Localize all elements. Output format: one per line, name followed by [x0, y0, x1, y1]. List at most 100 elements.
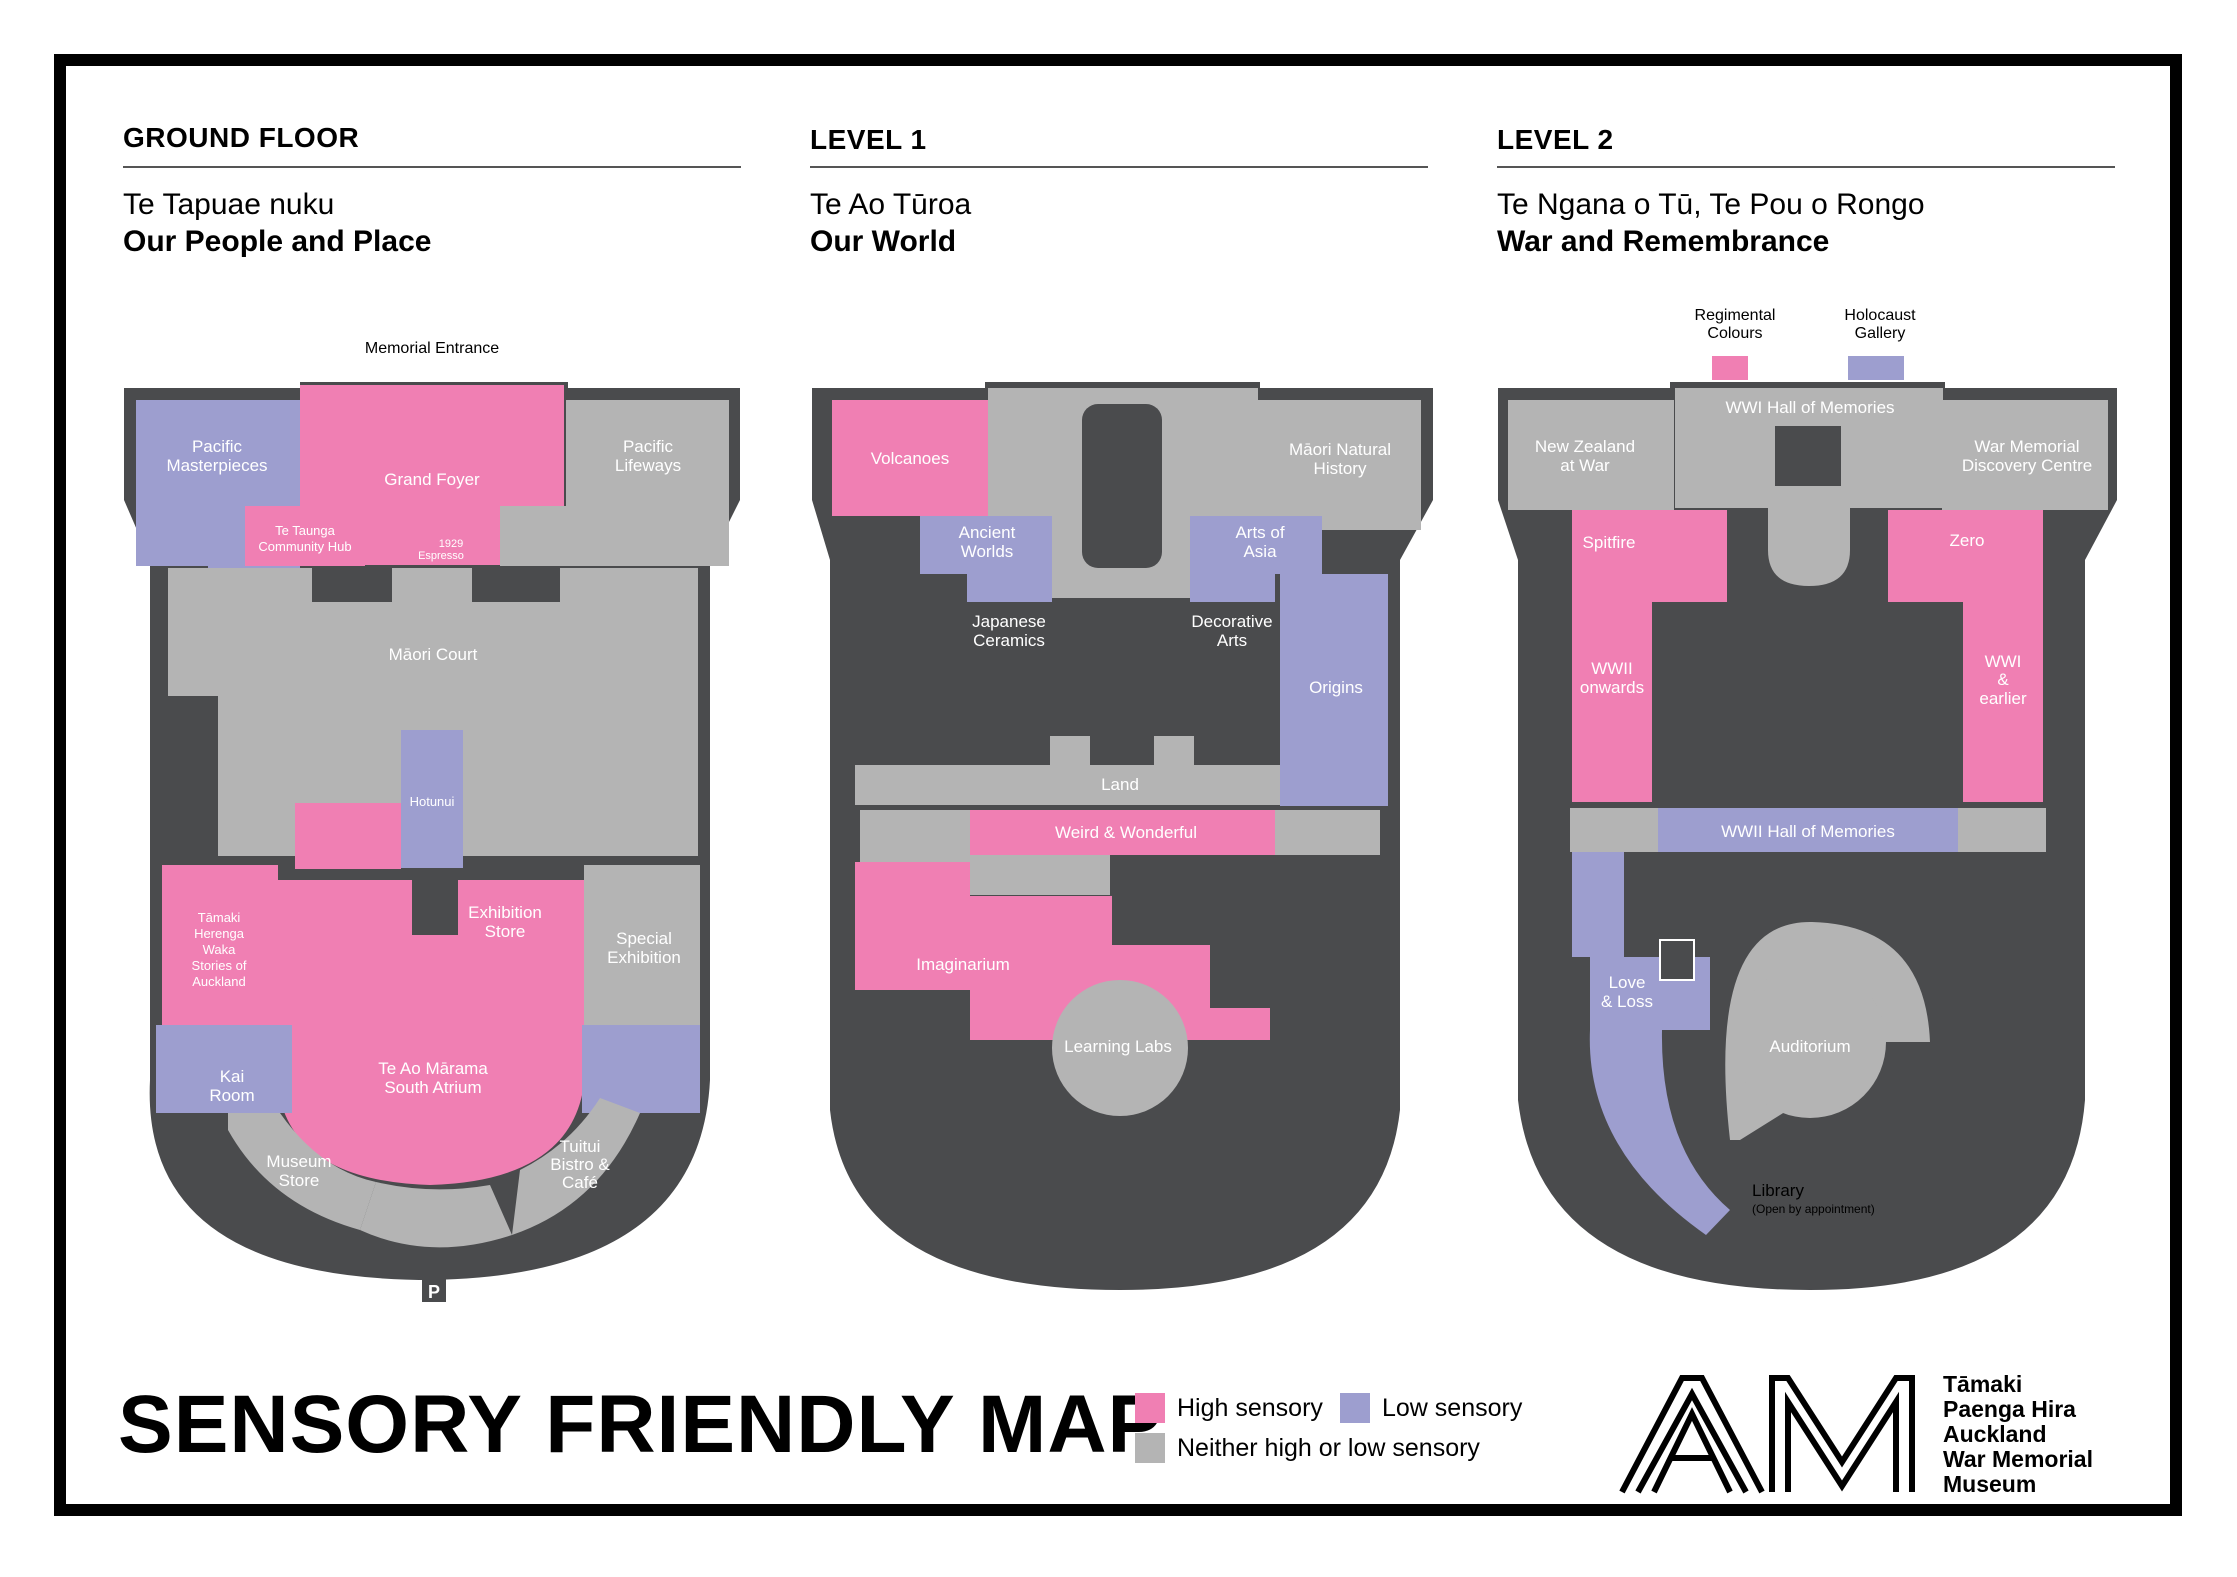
tamaki-label-1: Tāmaki	[198, 910, 241, 925]
south-foyer[interactable]	[360, 1182, 512, 1248]
land-bump-right[interactable]	[1154, 736, 1194, 766]
legend-high: High sensory	[1135, 1393, 1323, 1423]
museum-store-label-2: Store	[279, 1171, 320, 1190]
maori-natural-label-1: Māori Natural	[1289, 440, 1391, 459]
decorative-arts-label-2: Arts	[1217, 631, 1247, 650]
tuitui-bistro-room[interactable]	[512, 1098, 640, 1235]
tuitui-label-1: Tuitui	[560, 1137, 601, 1156]
ancient-worlds-label-2: Worlds	[961, 542, 1014, 561]
logo-line-5: Museum	[1943, 1471, 2037, 1497]
map-title: SENSORY FRIENDLY MAP	[118, 1379, 1164, 1470]
level2-east-corridor[interactable]	[1958, 808, 2046, 852]
hotunui-room[interactable]	[401, 730, 463, 868]
spitfire-room[interactable]	[1572, 510, 1727, 602]
regimental-colours-room[interactable]	[1712, 356, 1748, 380]
south-atrium-room[interactable]	[276, 880, 586, 1185]
learning-labs-room[interactable]	[1052, 980, 1188, 1116]
maori-court-gap-right	[472, 568, 560, 602]
wwii-hall-room[interactable]	[1658, 808, 1958, 852]
wwii-hall-label: WWII Hall of Memories	[1721, 822, 1895, 841]
japanese-ceramics-room[interactable]	[967, 574, 1052, 602]
level2-stair-block[interactable]	[1659, 939, 1695, 981]
japanese-ceramics-label-2: Ceramics	[973, 631, 1045, 650]
arts-asia-room[interactable]	[1190, 516, 1322, 574]
museum-name: Tāmaki Paenga Hira Auckland War Memorial…	[1943, 1372, 2093, 1497]
nz-at-war-room[interactable]	[1508, 400, 1674, 510]
imaginarium-room[interactable]	[855, 862, 1270, 1040]
tamaki-label-5: Auckland	[192, 974, 245, 989]
espresso-label-1: 1929	[439, 538, 463, 550]
legend-low-swatch	[1340, 1393, 1370, 1423]
japanese-ceramics-label-1: Japanese	[972, 612, 1046, 631]
ground-floor-plan	[124, 382, 740, 1302]
pacific-lifeways-lower[interactable]	[500, 506, 650, 566]
south-atrium-label-1: Te Ao Mārama	[378, 1059, 488, 1078]
decorative-arts-room[interactable]	[1190, 574, 1275, 602]
tamaki-herenga-room[interactable]	[162, 865, 278, 1025]
origins-room[interactable]	[1280, 574, 1388, 806]
maori-court-label: Māori Court	[389, 645, 478, 664]
wwi-earlier-label-2: &	[1997, 670, 2009, 689]
war-memorial-label-1: War Memorial	[1974, 437, 2079, 456]
tuitui-label-3: Café	[562, 1173, 598, 1192]
maori-court-gap-left	[312, 568, 392, 602]
holocaust-gallery-room[interactable]	[1848, 356, 1904, 380]
ground-floor-subtitle-bold: Our People and Place	[123, 225, 432, 258]
wwi-earlier-room[interactable]	[1963, 602, 2043, 802]
special-exhibition-label-1: Special	[616, 929, 672, 948]
level2-west-column[interactable]	[1572, 852, 1624, 957]
pink-small-room[interactable]	[295, 803, 401, 869]
weird-wonderful-room[interactable]	[970, 810, 1275, 855]
library-room[interactable]	[1589, 1030, 1730, 1235]
tamaki-label-3: Waka	[203, 942, 237, 957]
level2-subtitle-bold: War and Remembrance	[1497, 225, 1830, 258]
volcanoes-room[interactable]	[832, 400, 988, 516]
kai-room[interactable]	[156, 1025, 292, 1113]
east-low-room[interactable]	[582, 1025, 700, 1113]
legend-neither-swatch	[1135, 1433, 1165, 1463]
level1-facilities-block[interactable]	[970, 855, 1110, 895]
ancient-worlds-room[interactable]	[920, 516, 1052, 574]
level1-rule	[810, 166, 1428, 168]
grand-foyer-label: Grand Foyer	[384, 470, 480, 489]
legend-neither: Neither high or low sensory	[1135, 1433, 1480, 1463]
zero-room[interactable]	[1888, 510, 2043, 602]
land-room[interactable]	[855, 765, 1280, 805]
level1-east-corridor[interactable]	[1270, 810, 1380, 855]
wwi-earlier-label-3: earlier	[1979, 689, 2027, 708]
te-taunga-room[interactable]	[245, 506, 365, 566]
exhibition-store-label-1: Exhibition	[468, 903, 542, 922]
zero-label: Zero	[1950, 531, 1985, 550]
ground-floor-subtitle: Te Tapuae nuku	[123, 188, 335, 221]
wwii-onwards-room[interactable]	[1572, 602, 1652, 802]
land-bump-left[interactable]	[1050, 736, 1090, 766]
level1-west-corridor[interactable]	[860, 810, 970, 865]
level1-subtitle: Te Ao Tūroa	[810, 188, 972, 221]
war-memorial-label-2: Discovery Centre	[1962, 456, 2092, 475]
regimental-label-1: Regimental	[1695, 307, 1776, 324]
kai-room-label-2: Room	[209, 1086, 254, 1105]
south-atrium-label-2: South Atrium	[384, 1078, 481, 1097]
map-frame	[54, 54, 2182, 1516]
maori-natural-room[interactable]	[1255, 400, 1421, 530]
wwii-onwards-label-2: onwards	[1580, 678, 1644, 697]
auditorium-circle[interactable]	[1734, 966, 1886, 1118]
legend-high-swatch	[1135, 1393, 1165, 1423]
level1-north-void	[1082, 404, 1162, 568]
museum-store-room[interactable]	[228, 1113, 376, 1230]
museum-store-label-1: Museum	[266, 1152, 331, 1171]
pacific-lifeways-label-2: Lifeways	[615, 456, 681, 475]
maori-natural-label-2: History	[1314, 459, 1367, 478]
pacific-masterpieces-label-2: Masterpieces	[166, 456, 267, 475]
regimental-label-2: Colours	[1707, 325, 1762, 342]
level2-west-corridor[interactable]	[1570, 808, 1658, 852]
nz-war-label-2: at War	[1560, 456, 1610, 475]
war-memorial-discovery-room[interactable]	[1942, 400, 2108, 510]
maori-court-room[interactable]	[168, 568, 698, 696]
logo-line-2: Paenga Hira	[1943, 1396, 2076, 1422]
level2-north-apse[interactable]	[1768, 508, 1850, 586]
auditorium-label: Auditorium	[1769, 1037, 1850, 1056]
special-exhibition-room[interactable]	[584, 865, 700, 1025]
am-logo-mark	[1619, 1375, 1915, 1494]
